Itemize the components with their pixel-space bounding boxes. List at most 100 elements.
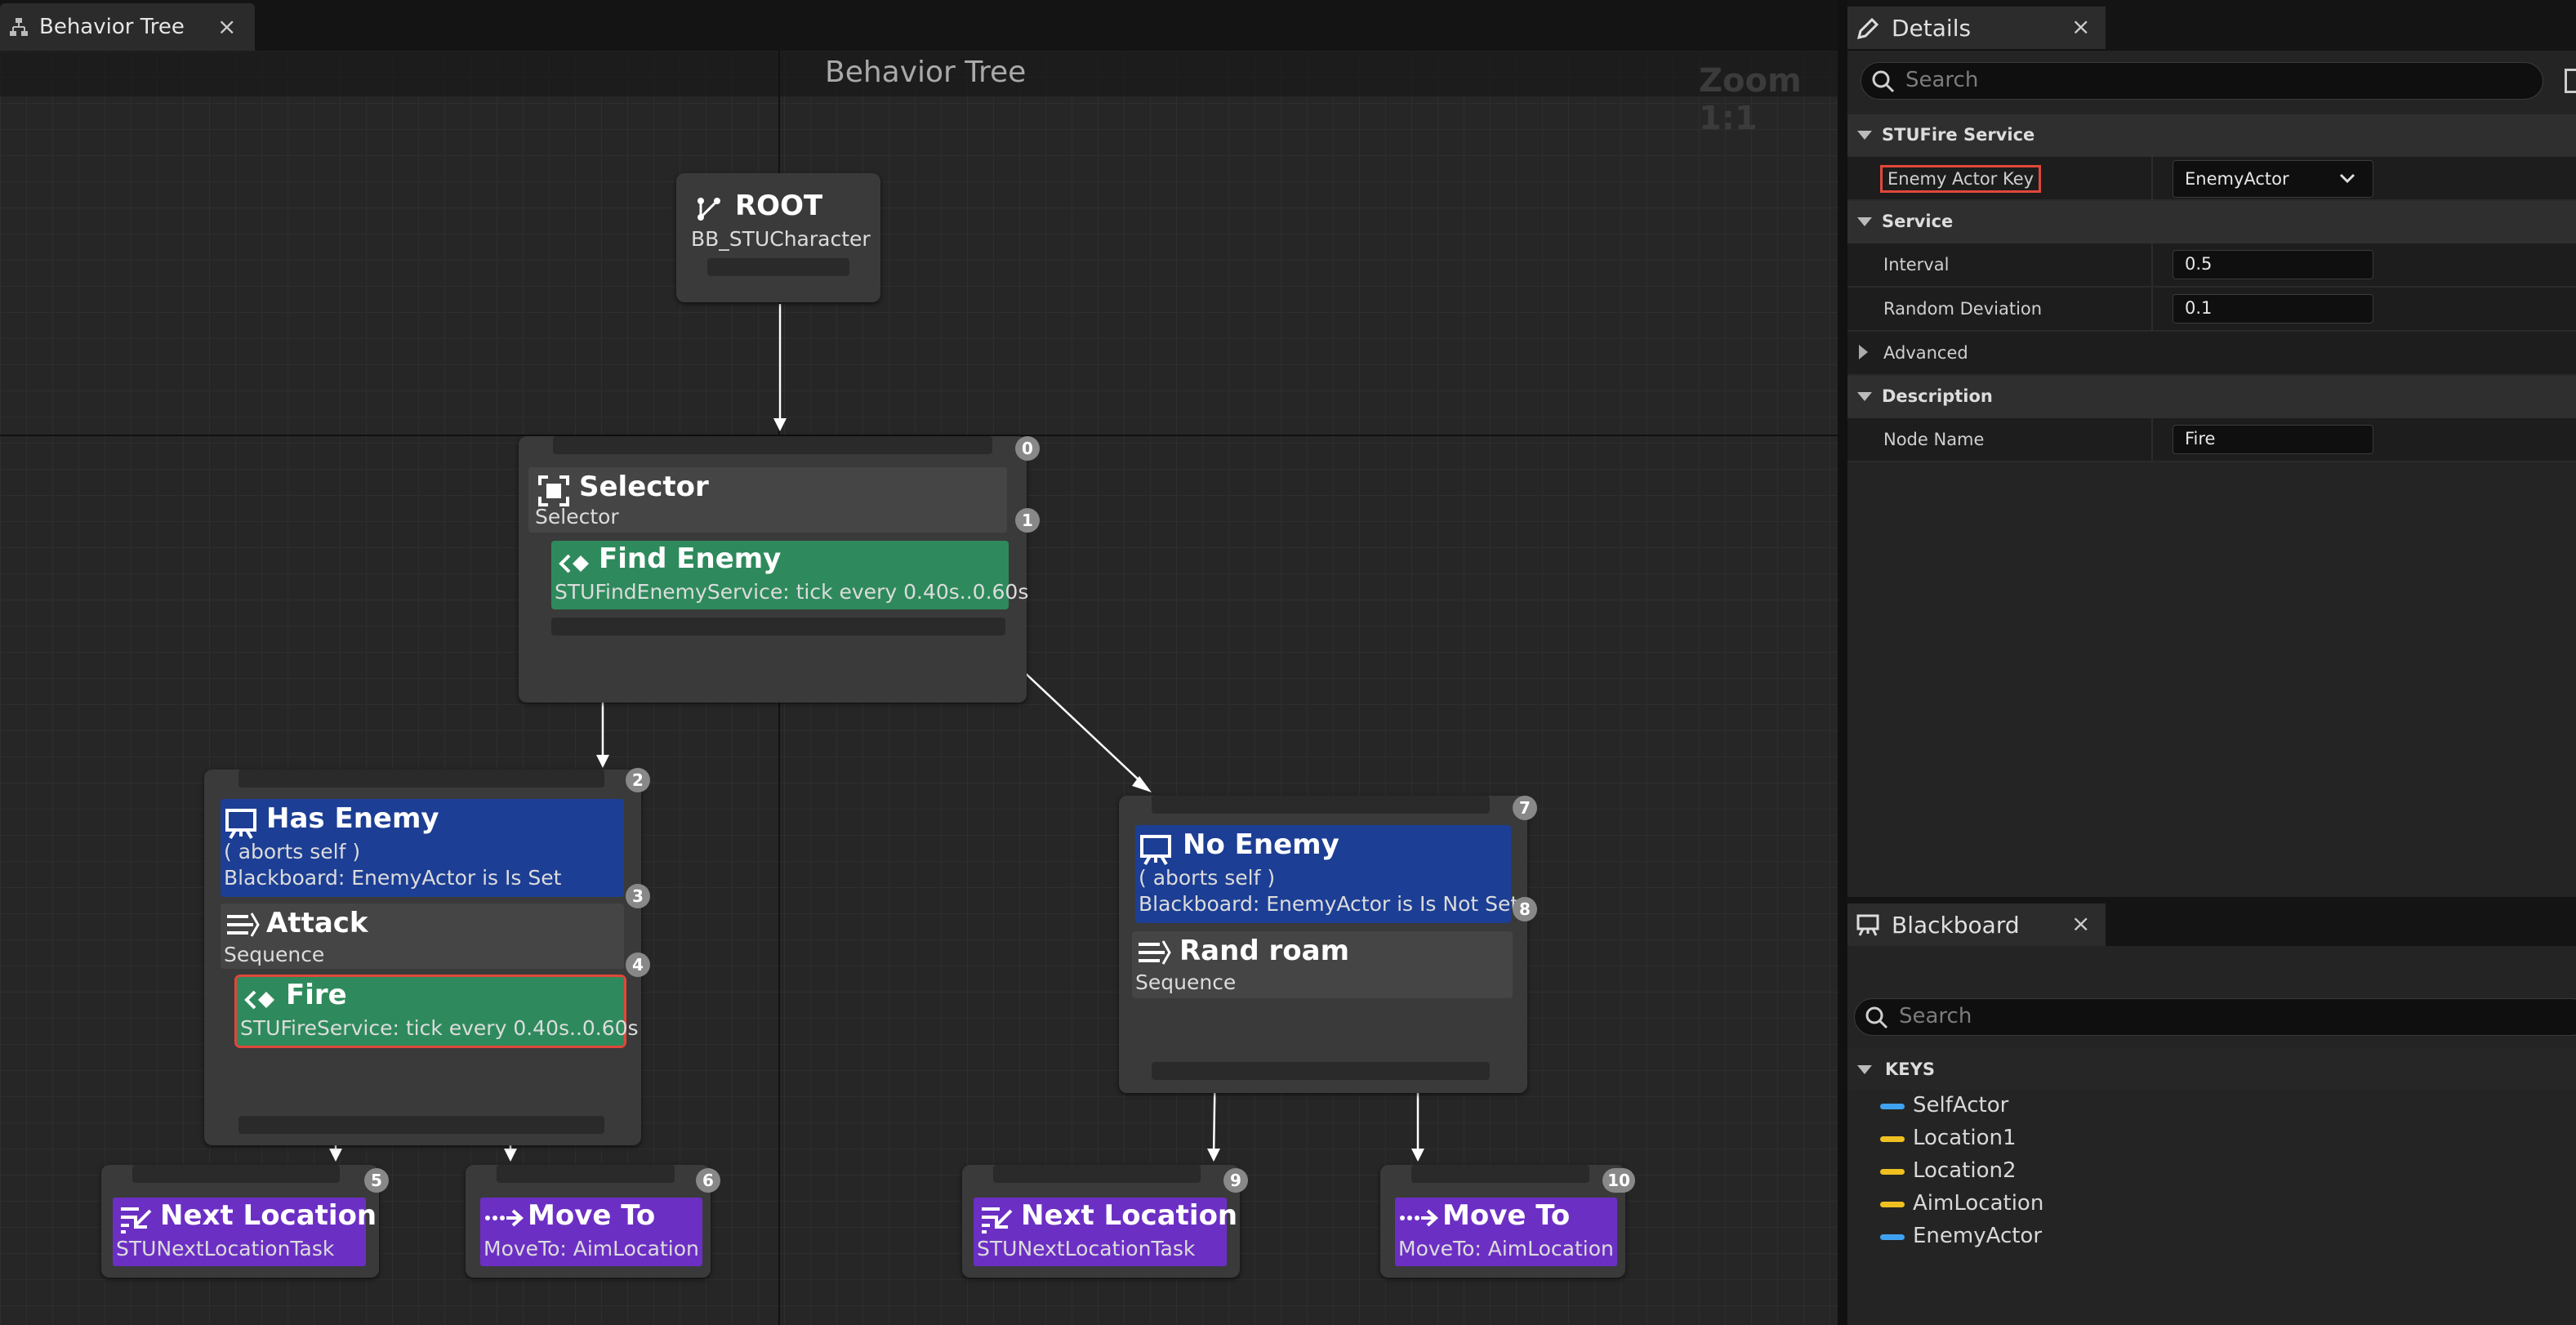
attack-title: Attack (266, 907, 368, 939)
fire-service[interactable]: Fire STUFireService: tick every 0.40s..0… (234, 975, 639, 1048)
has-enemy-decorator[interactable]: Has Enemy ( aborts self ) Blackboard: En… (221, 799, 624, 897)
search-icon (1865, 1006, 1888, 1029)
task-title: Next Location (1021, 1199, 1238, 1232)
details-tab[interactable]: Details × (1847, 7, 2106, 49)
keys-title: KEYS (1885, 1060, 1935, 1079)
key-name: AimLocation (1913, 1191, 2044, 1216)
sequence-icon (227, 912, 260, 937)
next-location-task[interactable]: 5 Next Location STUNextLocationTask (101, 1165, 389, 1278)
node-index-badge: 0 (1015, 436, 1040, 461)
close-details-icon[interactable]: × (2071, 13, 2091, 40)
task-input-pin[interactable] (132, 1165, 340, 1183)
has-enemy-condition: Blackboard: EnemyActor is Is Set (224, 866, 562, 890)
enemy-actor-key-dropdown[interactable]: EnemyActor (2173, 160, 2373, 198)
panel-splitter[interactable] (1838, 0, 1847, 1325)
selector-composite[interactable]: Selector Selector (528, 467, 1007, 533)
random-deviation-field[interactable]: 0.1 (2173, 294, 2373, 323)
rand-roam-title: Rand roam (1179, 935, 1350, 967)
rand-roam-type: Sequence (1135, 970, 1237, 994)
search-icon (1872, 70, 1895, 93)
blackboard-search-input[interactable]: Search (1854, 998, 2576, 1036)
tab-behavior-tree[interactable]: Behavior Tree × (0, 3, 255, 51)
blackboard-panel: Blackboard × Search KEYS SelfActor Locat… (1847, 897, 2576, 1325)
blackboard-tab[interactable]: Blackboard × (1847, 903, 2106, 946)
node-index-badge: 4 (626, 952, 650, 977)
move-to-task[interactable]: 10 Move To MoveTo: AimLocation (1380, 1165, 1635, 1278)
search-placeholder: Search (1905, 68, 1979, 92)
blackboard-key[interactable]: EnemyActor (1847, 1220, 2576, 1253)
close-tab-icon[interactable]: × (217, 13, 237, 40)
category-stufire-service[interactable]: STUFire Service (1847, 114, 2576, 157)
behavior-tree-graph[interactable]: Behavior Tree Zoom 1:1 ROOT BB_ST (0, 51, 1838, 1325)
blackboard-key[interactable]: SelfActor (1847, 1090, 2576, 1122)
attack-output-pin[interactable] (238, 1116, 604, 1134)
blackboard-key[interactable]: AimLocation (1847, 1188, 2576, 1220)
field-value: 0.5 (2185, 254, 2213, 274)
property-matrix-icon[interactable] (2565, 69, 2576, 93)
root-node[interactable]: ROOT BB_STUCharacter (676, 173, 880, 302)
blackboard-icon (225, 809, 256, 840)
root-title: ROOT (735, 190, 823, 222)
category-title: Service (1882, 212, 1954, 231)
fire-title: Fire (286, 979, 347, 1011)
node-index-badge: 6 (696, 1168, 720, 1193)
blackboard-icon (1140, 835, 1171, 866)
rand-roam-sequence[interactable]: Rand roam Sequence (1132, 931, 1513, 998)
move-to-body[interactable]: Move To MoveTo: AimLocation (480, 1198, 702, 1266)
task-input-pin[interactable] (1411, 1165, 1589, 1183)
task-desc: MoveTo: AimLocation (1398, 1237, 1614, 1260)
keys-header[interactable]: KEYS (1847, 1049, 2576, 1090)
node-index-badge: 9 (1223, 1168, 1248, 1193)
category-advanced[interactable]: Advanced (1847, 332, 2576, 376)
blackboard-icon (1856, 914, 1879, 936)
selector-icon (538, 475, 569, 506)
key-type-color (1880, 1169, 1905, 1175)
next-location-task[interactable]: 9 Next Location STUNextLocationTask (962, 1165, 1248, 1278)
move-to-body[interactable]: Move To MoveTo: AimLocation (1395, 1198, 1617, 1266)
task-title: Next Location (160, 1199, 377, 1232)
attack-sequence[interactable]: Attack Sequence (221, 903, 624, 969)
selector-output-pin[interactable] (551, 618, 1005, 636)
next-location-body[interactable]: Next Location STUNextLocationTask (113, 1198, 377, 1266)
category-service[interactable]: Service (1847, 201, 2576, 243)
task-icon (121, 1207, 152, 1234)
selector-input-pin[interactable] (553, 436, 992, 454)
pencil-icon (1856, 17, 1879, 40)
close-blackboard-icon[interactable]: × (2071, 910, 2091, 937)
node-name-field[interactable]: Fire (2173, 425, 2373, 454)
key-type-color (1880, 1234, 1905, 1240)
root-output-pin[interactable] (707, 258, 849, 276)
category-title: Description (1882, 386, 1993, 406)
node-index-badge: 3 (626, 884, 650, 908)
key-name: Location2 (1913, 1158, 2017, 1183)
editor-tab-bar: Behavior Tree × (0, 0, 1838, 51)
node-index-badge: 8 (1513, 897, 1537, 921)
task-icon (982, 1207, 1013, 1234)
category-description[interactable]: Description (1847, 376, 2576, 418)
tab-label: Behavior Tree (39, 15, 185, 39)
noenemy-output-pin[interactable] (1152, 1062, 1490, 1080)
interval-field[interactable]: 0.5 (2173, 250, 2373, 279)
next-location-body[interactable]: Next Location STUNextLocationTask (974, 1198, 1237, 1266)
node-index-badge: 7 (1513, 796, 1537, 820)
no-enemy-decorator[interactable]: No Enemy ( aborts self ) Blackboard: Ene… (1135, 825, 1518, 923)
blackboard-key[interactable]: Location2 (1847, 1155, 2576, 1188)
task-input-pin[interactable] (497, 1165, 675, 1183)
find-enemy-service[interactable]: Find Enemy STUFindEnemyService: tick eve… (551, 541, 1028, 609)
selector-title: Selector (579, 471, 709, 503)
blackboard-key[interactable]: Location1 (1847, 1122, 2576, 1155)
details-search-input[interactable]: Search (1861, 62, 2543, 100)
move-to-task[interactable]: 6 Move To MoveTo: AimLocation (466, 1165, 720, 1278)
selector-node[interactable]: 0 Selector Selector 1 Find Enemy STUFind… (519, 436, 1040, 703)
noenemy-input-pin[interactable] (1152, 796, 1490, 814)
attack-input-pin[interactable] (238, 770, 604, 787)
attack-node[interactable]: 2 Has Enemy ( aborts self ) Blackboard: … (204, 768, 650, 1145)
node-index-badge: 2 (626, 768, 650, 792)
graph-origin-horizontal (0, 435, 1838, 436)
property-label: Enemy Actor Key (1880, 165, 2042, 193)
key-type-color (1880, 1104, 1905, 1109)
task-desc: STUNextLocationTask (977, 1237, 1196, 1260)
task-title: Move To (528, 1199, 656, 1232)
no-enemy-node[interactable]: 7 No Enemy ( aborts self ) Blackboard: E… (1119, 796, 1537, 1093)
task-input-pin[interactable] (993, 1165, 1201, 1183)
